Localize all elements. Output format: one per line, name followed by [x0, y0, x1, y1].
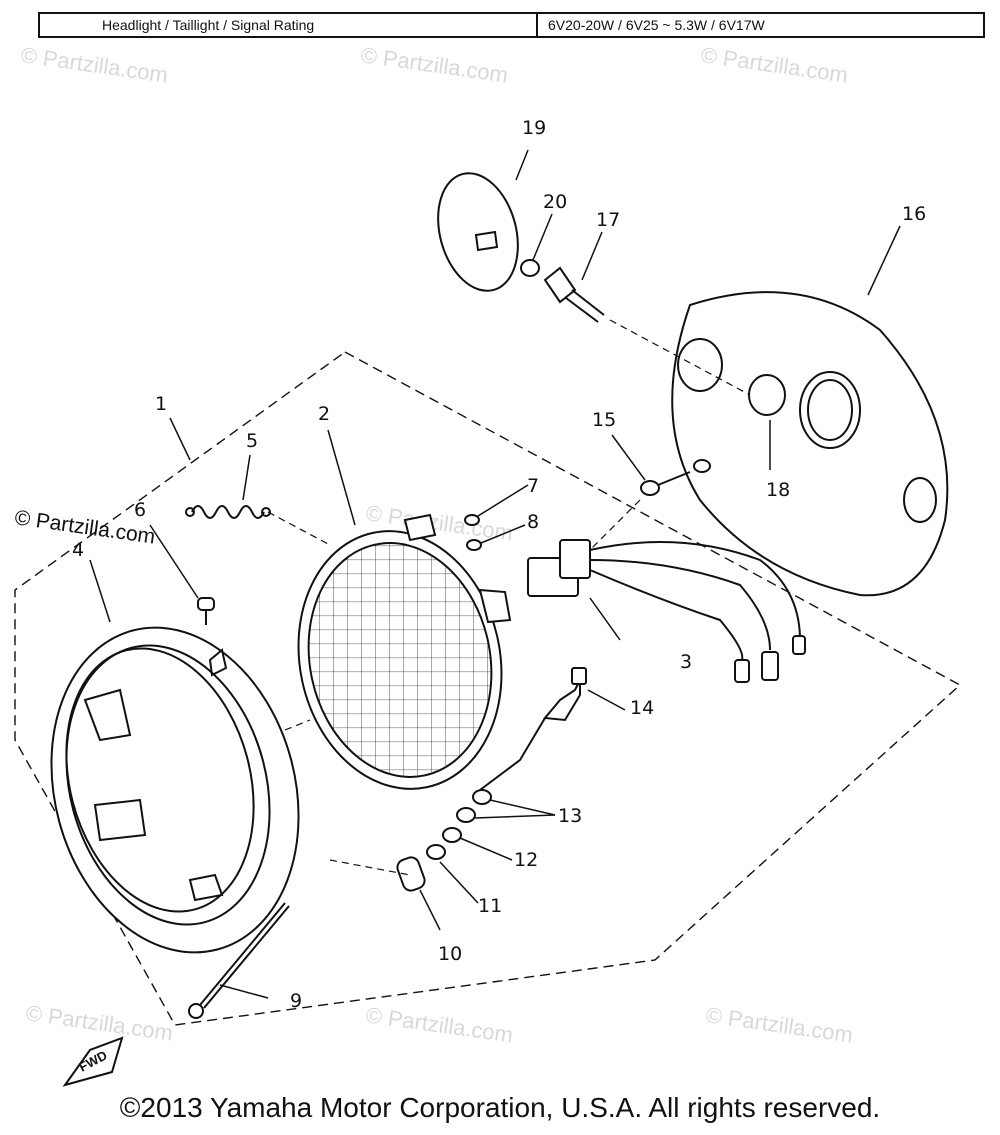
bracket-14: [479, 667, 587, 791]
nuts-washers-10-13: [396, 789, 492, 892]
callout-numbers: 1 2 3 4 5 6 7 8 9 10 11 12 13 14 15 16 1…: [72, 117, 926, 1012]
rating-table: Headlight / Taillight / Signal Rating 6V…: [38, 12, 985, 38]
copyright-notice: ©2013 Yamaha Motor Corporation, U.S.A. A…: [119, 1092, 881, 1123]
washer-20-bolt-17: [520, 259, 605, 323]
callout-2: 2: [318, 403, 330, 425]
callout-6: 6: [134, 499, 146, 521]
callout-14: 14: [630, 697, 654, 719]
callout-19: 19: [522, 117, 546, 139]
callout-16: 16: [902, 203, 926, 225]
bolt-9: [188, 902, 290, 1019]
callout-7: 7: [527, 475, 539, 497]
watermark-6: © Partzilla.com: [24, 1000, 174, 1045]
callout-10: 10: [438, 943, 462, 965]
screw-15: [640, 459, 711, 496]
callout-13: 13: [558, 805, 582, 827]
callout-18: 18: [766, 479, 790, 501]
leader-lines: [89, 149, 901, 999]
watermark-8: © Partzilla.com: [704, 1002, 854, 1047]
callout-1: 1: [155, 393, 167, 415]
spring: [185, 505, 271, 519]
nut-7-washer-8: [464, 514, 482, 551]
headlight-rim: [50, 626, 300, 954]
callout-9: 9: [290, 990, 302, 1012]
sealed-beam-unit: [297, 513, 512, 790]
callout-3: 3: [680, 651, 692, 673]
watermark-1: © Partzilla.com: [19, 42, 169, 87]
watermark-2: © Partzilla.com: [359, 42, 509, 87]
watermark-3: © Partzilla.com: [699, 42, 849, 87]
headlight-case: [671, 291, 949, 597]
callout-11: 11: [478, 895, 502, 917]
callout-4: 4: [72, 539, 84, 561]
screw-6: [197, 597, 215, 625]
cap-19: [437, 172, 519, 292]
callout-5: 5: [246, 430, 258, 452]
callout-12: 12: [514, 849, 538, 871]
callout-15: 15: [592, 409, 616, 431]
callout-8: 8: [527, 511, 539, 533]
guide-lines: [267, 319, 751, 876]
fwd-arrow: FWD: [62, 1036, 124, 1087]
callout-17: 17: [596, 209, 620, 231]
callout-20: 20: [543, 191, 567, 213]
wiring-connector: [527, 539, 806, 683]
rating-value: 6V20-20W / 6V25 ~ 5.3W / 6V17W: [548, 17, 765, 33]
assembly-boundary: [14, 351, 962, 1026]
watermark-7: © Partzilla.com: [364, 1002, 514, 1047]
rating-label: Headlight / Taillight / Signal Rating: [40, 14, 538, 36]
